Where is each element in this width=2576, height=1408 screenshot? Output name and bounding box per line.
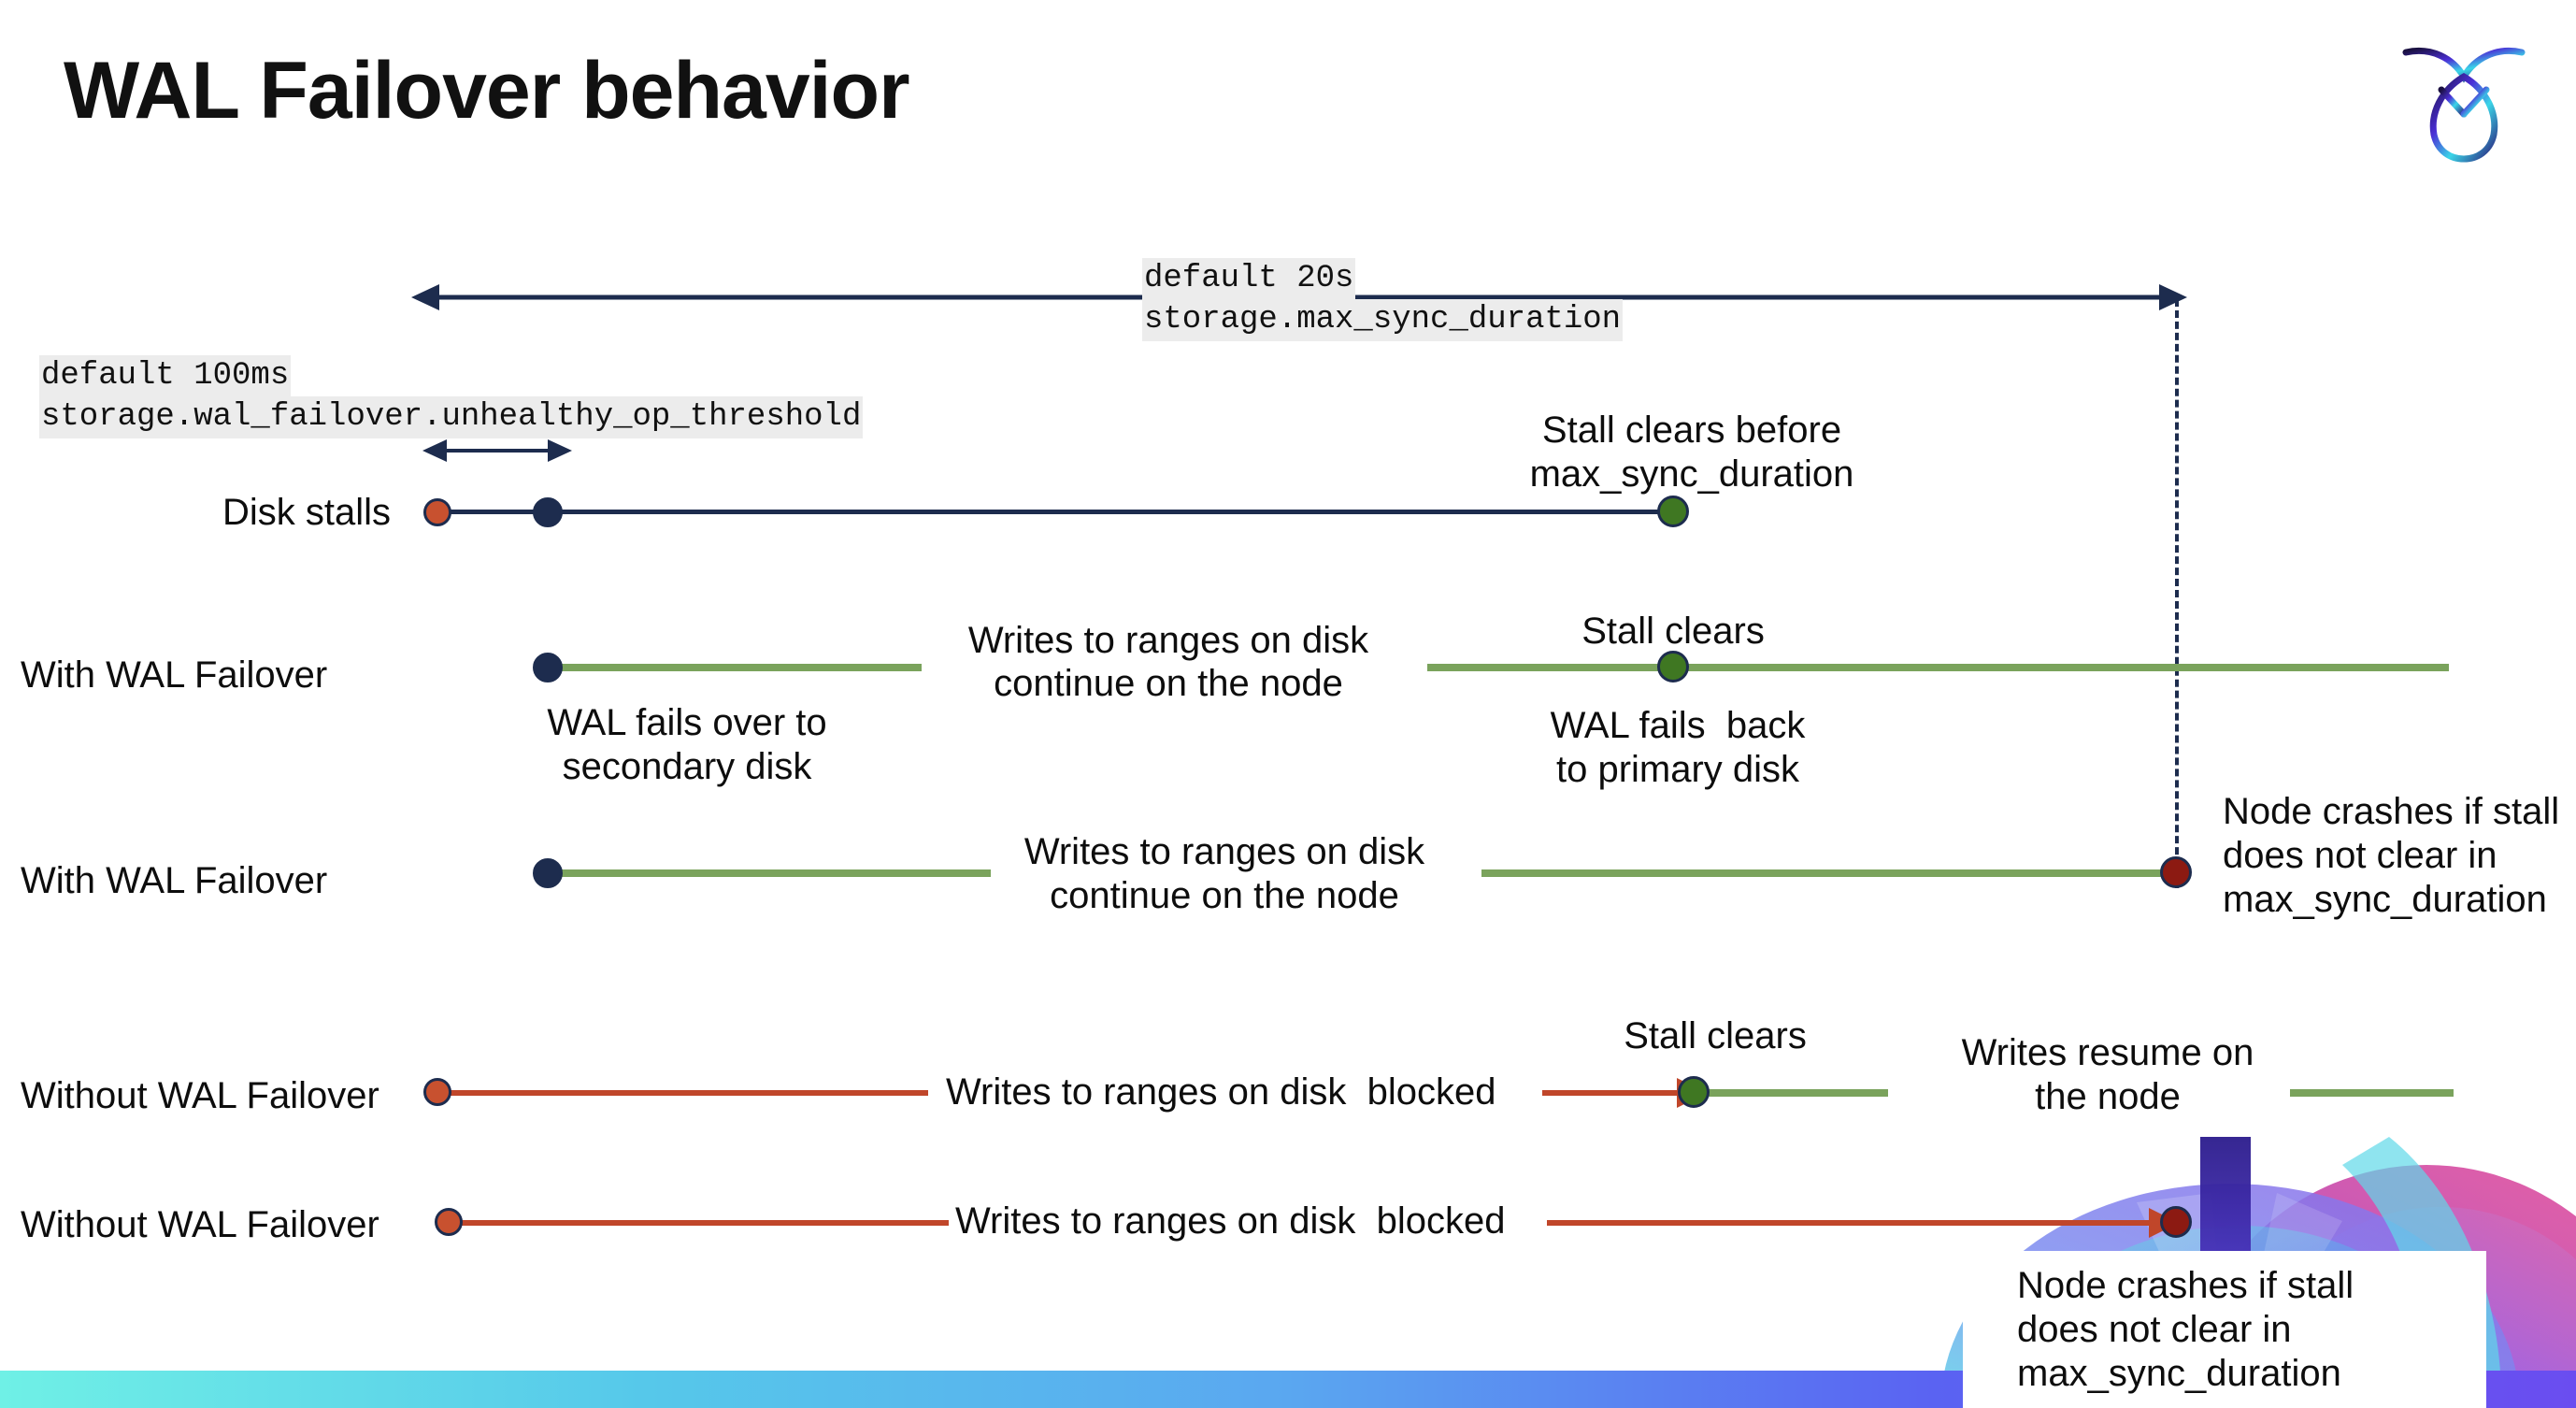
max-sync-duration-dashed-line: [2175, 299, 2179, 888]
unhealthy-op-threshold-span-arrow: [422, 439, 572, 462]
row5-stall-start-dot: [435, 1208, 463, 1236]
row5-red-segment-left: [449, 1220, 949, 1226]
row2-failover-dot: [533, 653, 563, 682]
row-label-with-wal-failover-1: With WAL Failover: [21, 654, 328, 696]
row3-green-segment-right: [1481, 869, 2178, 877]
row4-green-segment-mid: [1701, 1089, 1888, 1097]
note-stall-clears-before-line1: Stall clears before: [1541, 409, 1842, 451]
row3-failover-dot: [533, 858, 563, 888]
row3-green-segment-left: [548, 869, 991, 877]
row2-note-failover-line1: WAL fails over to: [547, 702, 827, 743]
row4-stall-start-dot: [423, 1078, 451, 1106]
row-label-with-wal-failover-2: With WAL Failover: [21, 860, 328, 901]
row2-stall-clears-dot: [1657, 651, 1689, 682]
disk-stalls-timeline: [437, 510, 1676, 514]
row4-green-segment-right: [2290, 1089, 2454, 1097]
row3-note-writes-line2: continue on the node: [1050, 875, 1399, 916]
row5-note-crash-line2: does not clear in: [2017, 1309, 2292, 1350]
row4-note-blocked: Writes to ranges on disk blocked: [946, 1071, 1496, 1113]
note-stall-clears-before-line2: max_sync_duration: [1529, 453, 1854, 495]
row-label-without-wal-failover-2: Without WAL Failover: [21, 1204, 379, 1245]
row2-note-fails-back-line1: WAL fails back: [1550, 705, 1806, 746]
row5-red-arrow: [1547, 1208, 2179, 1238]
row3-note-crash-line1: Node crashes if stall: [2223, 791, 2560, 832]
cockroachdb-logo: [2389, 24, 2539, 165]
row2-note-writes-line1: Writes to ranges on disk: [967, 620, 1369, 661]
unhealthy-op-default-label: default 100ms: [39, 355, 292, 397]
row2-note-stall-clears: Stall clears: [1581, 611, 1765, 652]
row4-red-segment-left: [437, 1090, 928, 1096]
page-title: WAL Failover behavior: [64, 46, 910, 136]
max-sync-setting-label: storage.max_sync_duration: [1142, 299, 1624, 341]
row-label-disk-stalls: Disk stalls: [222, 492, 392, 533]
row4-stall-clears-dot: [1678, 1076, 1710, 1108]
row2-green-segment-right: [1427, 664, 2449, 671]
row5-note-blocked: Writes to ranges on disk blocked: [955, 1200, 1506, 1242]
disk-stall-clears-dot: [1657, 496, 1689, 527]
row3-note-crash-line3: max_sync_duration: [2223, 879, 2547, 920]
row-label-without-wal-failover-1: Without WAL Failover: [21, 1075, 379, 1116]
row2-note-fails-back-line2: to primary disk: [1555, 749, 1800, 790]
row5-note-crash-line3: max_sync_duration: [2017, 1353, 2341, 1394]
row2-note-failover-line2: secondary disk: [562, 746, 812, 787]
row5-note-crash-line1: Node crashes if stall: [2017, 1265, 2354, 1306]
row4-note-resume-line1: Writes resume on: [1961, 1032, 2254, 1073]
row2-green-segment-left: [548, 664, 922, 671]
row2-note-writes-line2: continue on the node: [994, 663, 1343, 704]
unhealthy-op-setting-label: storage.wal_failover.unhealthy_op_thresh…: [39, 396, 864, 438]
row4-note-resume-line2: the node: [2035, 1076, 2181, 1117]
row5-node-crash-dot: [2160, 1206, 2192, 1238]
row3-note-crash-line2: does not clear in: [2223, 835, 2497, 876]
row5-crash-callout-box: [1963, 1251, 2486, 1408]
max-sync-default-label: default 20s: [1142, 258, 1356, 300]
row4-note-stall-clears: Stall clears: [1624, 1015, 1807, 1056]
disk-stall-start-dot: [423, 498, 451, 526]
row3-node-crash-dot: [2160, 856, 2192, 888]
row3-note-writes-line1: Writes to ranges on disk: [1023, 831, 1425, 872]
disk-stall-threshold-dot: [533, 497, 563, 527]
